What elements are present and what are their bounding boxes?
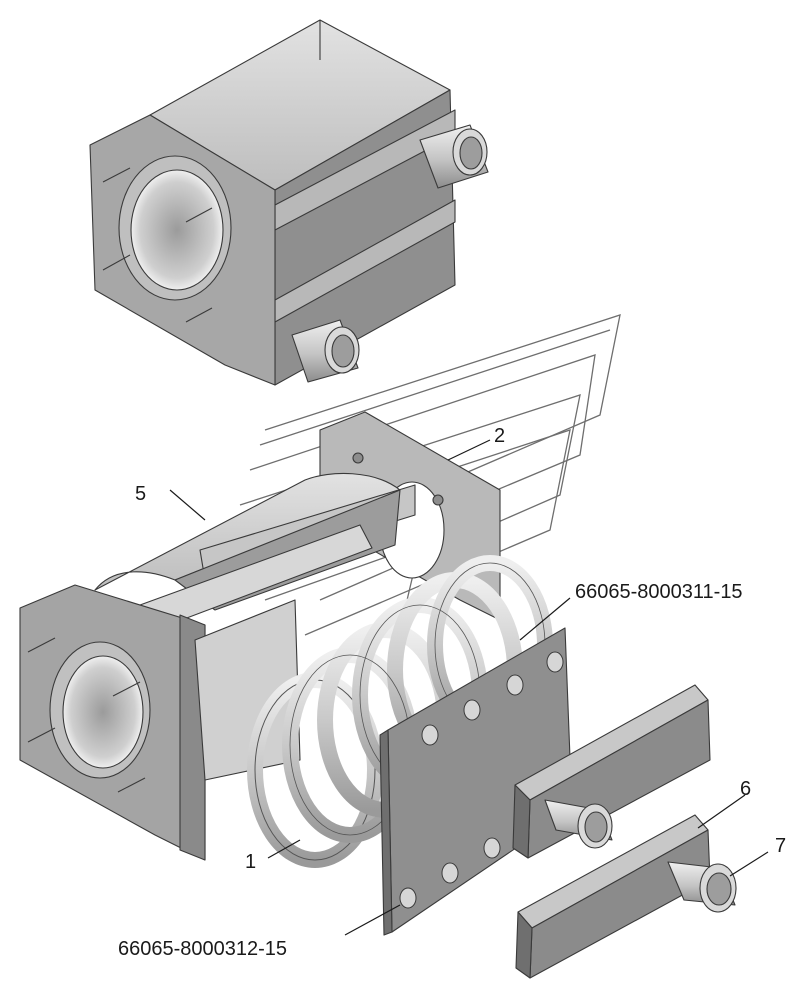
label-part-2: 2 [494,425,505,447]
housing-bore [130,169,224,291]
assembled-heat-exchanger [89,19,489,386]
housing-pipe-lower [291,319,360,383]
callout-line-5 [169,489,206,521]
label-part-6: 6 [740,778,751,800]
flange-studs [102,167,213,323]
callout-line-bracket [344,904,401,936]
label-part-7: 7 [775,835,786,857]
callout-lines [169,439,769,936]
exploded-flange [19,584,301,861]
callout-line-coil [519,597,571,641]
part-5-shell [94,472,416,631]
callout-line-7 [729,851,769,877]
channel-upper [512,684,711,859]
label-part-1: 1 [245,851,256,873]
part-6-channel [515,814,711,979]
label-bracket-part-number: 66065-8000312-15 [118,938,287,960]
callout-line-6 [697,794,746,829]
label-part-5: 5 [135,483,146,505]
exploded-flange-studs [27,637,146,793]
part-7-pipe [667,861,737,913]
coil-mounting-plate [379,627,573,936]
callout-line-1 [267,839,301,859]
housing-pipe-upper [419,124,489,189]
label-coil-part-number: 66065-8000311-15 [575,581,743,603]
callout-line-2 [447,439,491,461]
